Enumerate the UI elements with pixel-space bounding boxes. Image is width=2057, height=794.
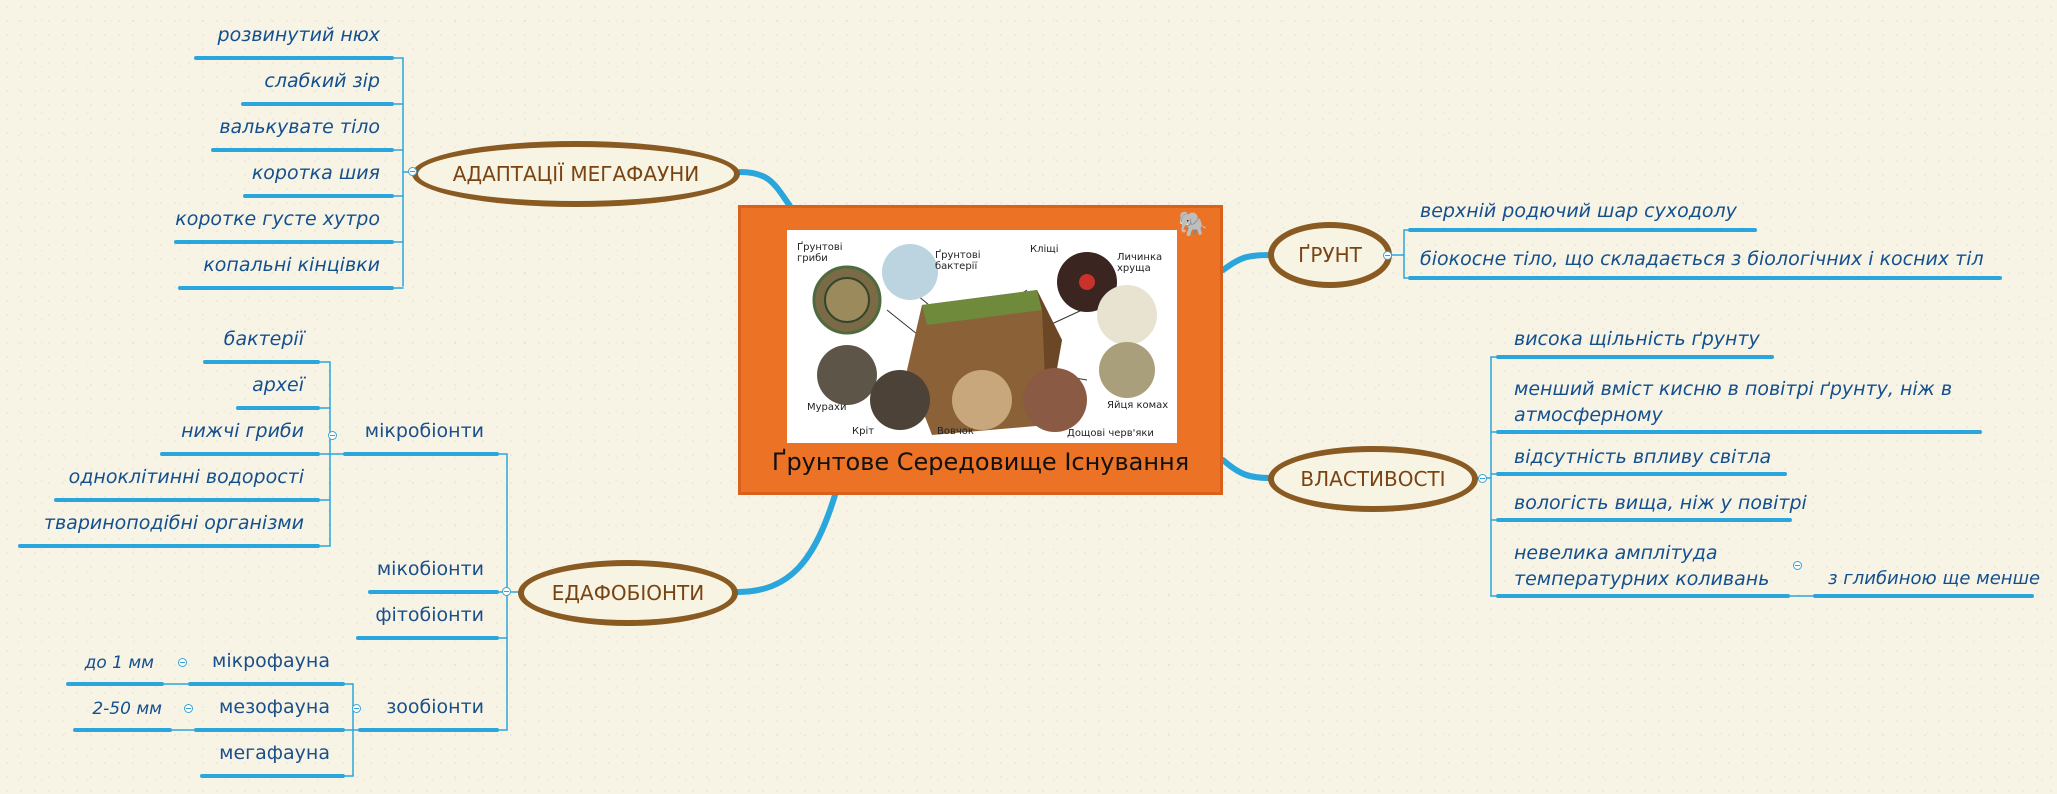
central-title: Ґрунтове Середовище Існування <box>771 448 1190 476</box>
mikrobionty-item[interactable]: бактерії <box>223 328 304 350</box>
label-cricket: Вовчок <box>937 426 974 437</box>
collapse-toggle-edafobionty[interactable] <box>502 587 511 596</box>
mammoth-icon: 🐘 <box>1178 210 1208 238</box>
amplitude-note[interactable]: з глибиною ще менше <box>1828 568 2041 589</box>
branch-adaptations[interactable]: АДАПТАЦІЇ МЕГАФАУНИ <box>412 141 740 207</box>
grunt-item[interactable]: верхній родючий шар суходолу <box>1420 200 1737 222</box>
soil-illustration <box>812 244 1157 435</box>
label-eggs: Яйця комах <box>1107 400 1169 411</box>
collapse-toggle-mezofauna[interactable] <box>184 704 193 713</box>
central-topic[interactable]: Ґрунтові гриби Ґрунтові бактерії Кліщі Л… <box>738 205 1223 495</box>
label-ants: Мурахи <box>807 402 847 413</box>
adaptation-item[interactable]: коротке густе хутро <box>175 208 380 230</box>
grunt-item[interactable]: біокосне тіло, що складається з біологіч… <box>1420 248 1984 270</box>
adaptation-item[interactable]: копальні кінцівки <box>203 254 380 276</box>
edafobionty-mikobionty[interactable]: мікобіонти <box>376 558 484 580</box>
collapse-toggle-properties[interactable] <box>1478 474 1487 483</box>
label-fungi: Ґрунтові гриби <box>797 242 843 264</box>
mikrofauna-size[interactable]: до 1 мм <box>84 653 154 673</box>
adaptation-item[interactable]: коротка шия <box>251 162 380 184</box>
soil-organisms-image: Ґрунтові гриби Ґрунтові бактерії Кліщі Л… <box>787 230 1177 443</box>
mikrobionty-item[interactable]: нижчі гриби <box>181 420 304 442</box>
zoobionty-mezofauna[interactable]: мезофауна <box>219 696 330 718</box>
collapse-toggle-grunt[interactable] <box>1383 251 1392 260</box>
label-mites: Кліщі <box>1030 244 1059 255</box>
zoobionty-mikrofauna[interactable]: мікрофауна <box>212 650 330 672</box>
label-bacteria: Ґрунтові бактерії <box>935 250 981 272</box>
property-item[interactable]: невелика амплітуда температурних коливан… <box>1514 542 1770 590</box>
label-larva: Личинка хруща <box>1117 252 1163 274</box>
property-item[interactable]: вологість вища, ніж у повітрі <box>1514 492 1807 514</box>
property-item[interactable]: відсутність впливу світла <box>1514 446 1772 468</box>
label-mole: Кріт <box>852 426 875 437</box>
branch-properties[interactable]: ВЛАСТИВОСТІ <box>1268 446 1478 512</box>
branch-edafobionty[interactable]: ЕДАФОБІОНТИ <box>518 560 738 626</box>
mikrobionty-item[interactable]: твариноподібні організми <box>43 512 304 534</box>
collapse-toggle-mikrobionty[interactable] <box>328 431 337 440</box>
adaptation-item[interactable]: валькувате тіло <box>219 116 380 138</box>
collapse-toggle-mikrofauna[interactable] <box>178 658 187 667</box>
adaptation-item[interactable]: слабкий зір <box>264 70 380 92</box>
mikrobionty-item[interactable]: одноклітинні водорості <box>68 466 304 488</box>
property-item[interactable]: менший вміст кисню в повітрі ґрунту, ніж… <box>1514 378 1953 426</box>
mezofauna-size[interactable]: 2-50 мм <box>92 699 162 719</box>
edafobionty-mikrobionty[interactable]: мікробіонти <box>364 420 484 442</box>
collapse-toggle-adaptations[interactable] <box>408 167 417 176</box>
edafobionty-zoobionty[interactable]: зообіонти <box>386 696 484 718</box>
adaptation-item[interactable]: розвинутий нюх <box>217 24 380 46</box>
label-worms: Дощові черв'яки <box>1067 428 1154 439</box>
mikrobionty-item[interactable]: археї <box>252 374 304 396</box>
collapse-toggle-zoobionty[interactable] <box>352 704 361 713</box>
collapse-toggle-amplitude[interactable] <box>1793 561 1802 570</box>
edafobionty-fitobionty[interactable]: фітобіонти <box>375 604 484 626</box>
zoobionty-megafauna[interactable]: мегафауна <box>219 742 330 764</box>
branch-grunt[interactable]: ҐРУНТ <box>1268 222 1392 288</box>
property-item[interactable]: висока щільність ґрунту <box>1514 328 1760 350</box>
